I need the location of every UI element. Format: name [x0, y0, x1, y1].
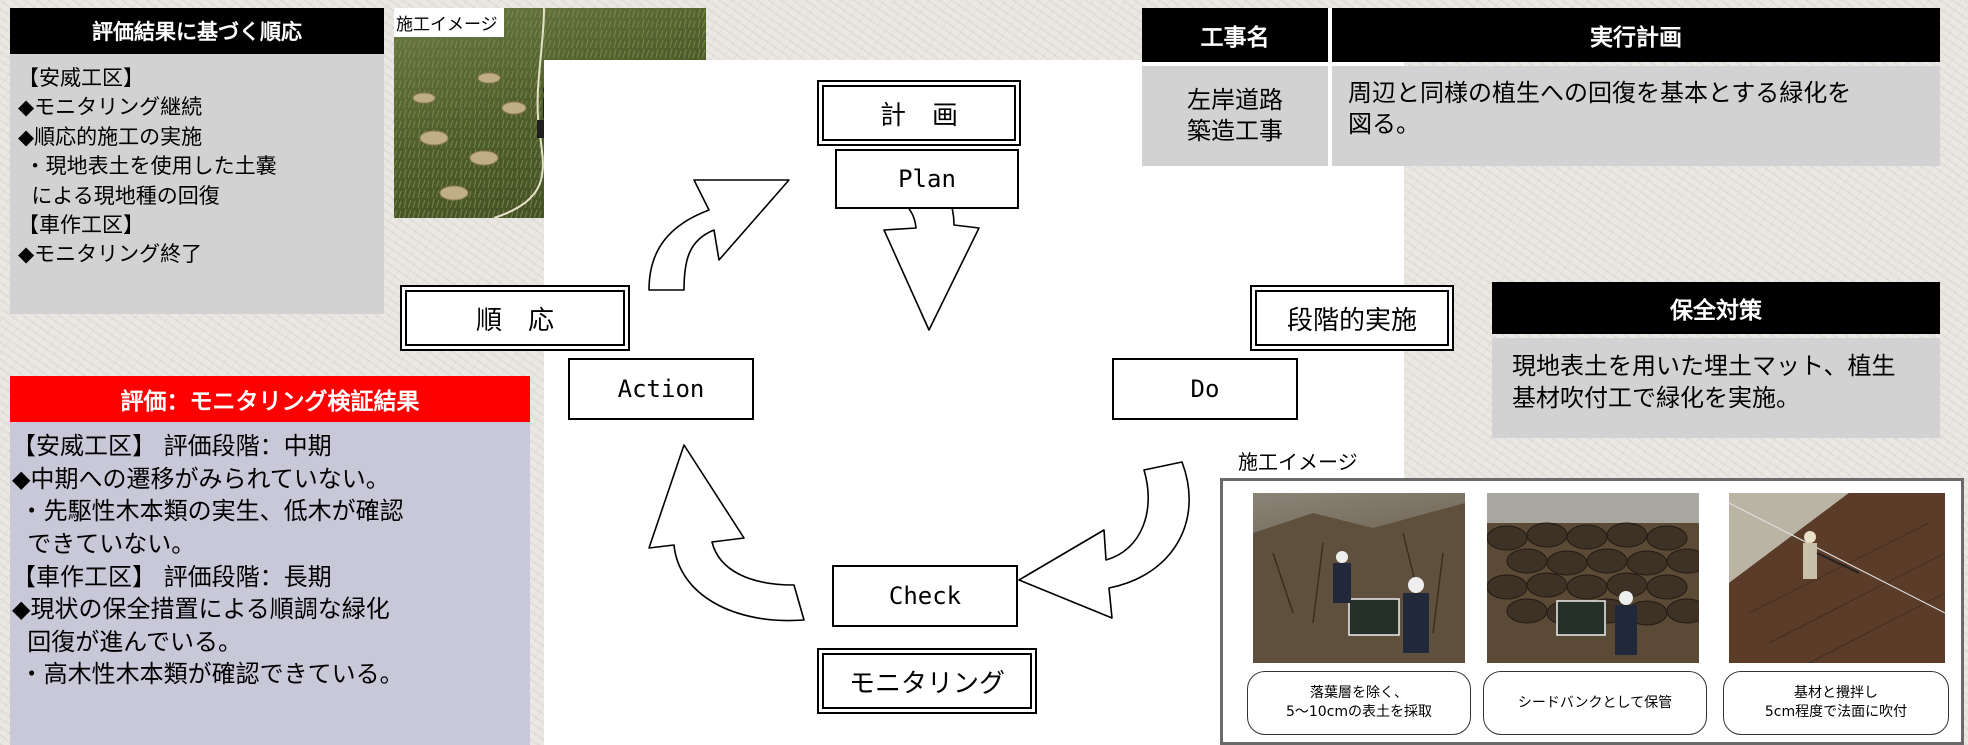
plan-en-box: Plan	[835, 149, 1019, 209]
plan-jp-label: 計 画	[822, 85, 1016, 141]
conservation-body: 現地表土を用いた埋土マット、植生 基材吹付工で緑化を実施。	[1492, 338, 1940, 438]
check-jp-label: モニタリング	[822, 653, 1032, 709]
arrow-check-to-action	[648, 444, 805, 622]
plan-table-col1-cell: 左岸道路 築造工事	[1142, 66, 1328, 166]
caption-spray: 基材と攪拌し 5cm程度で法面に吹付	[1723, 671, 1949, 735]
execution-plan-line: 図る。	[1348, 110, 1420, 139]
topsoil-collection-image	[1253, 503, 1465, 663]
arrow-do-to-check	[1018, 461, 1190, 619]
photo-top-label: 施工イメージ	[394, 8, 504, 37]
caption-line: シードバンクとして保管	[1517, 694, 1673, 711]
photo-bottom-label: 施工イメージ	[1238, 450, 1358, 474]
conservation-header: 保全対策	[1492, 282, 1940, 334]
topsoil-collection-photo	[1253, 493, 1465, 663]
construction-name-line: 築造工事	[1187, 117, 1283, 145]
plan-table-col1-header: 工事名	[1142, 8, 1328, 62]
construction-name-line: 左岸道路	[1187, 85, 1283, 114]
action-jp-box: 順 応	[400, 285, 630, 351]
evaluation-line: 【安威工区】 評価段階：中期	[12, 432, 332, 460]
conservation-line: 現地表土を用いた埋土マット、植生	[1512, 352, 1896, 380]
caption-topsoil: 落葉層を除く、 5～10cmの表土を採取	[1247, 671, 1471, 735]
plan-table-col2-header: 実行計画	[1332, 8, 1940, 62]
seedbank-storage-photo	[1487, 493, 1699, 663]
caption-line: 5cm程度で法面に吹付	[1764, 704, 1908, 720]
adaptation-header: 評価結果に基づく順応	[10, 8, 384, 54]
evaluation-line: ・先駆性木本類の実生、低木が確認	[12, 497, 404, 526]
conservation-line: 基材吹付工で緑化を実施。	[1512, 384, 1800, 413]
spray-application-image	[1729, 493, 1945, 663]
do-en-box: Do	[1112, 358, 1298, 420]
adaptation-panel: 評価結果に基づく順応 【安威工区】 ◆モニタリング継続 ◆順応的施工の実施 ・現…	[10, 8, 384, 320]
adaptation-line: ◆モニタリング継続	[18, 95, 203, 120]
evaluation-header: 評価：モニタリング検証結果	[10, 376, 530, 422]
adaptation-line: による現地種の回復	[18, 183, 220, 208]
conservation-panel: 保全対策 現地表土を用いた埋土マット、植生 基材吹付工で緑化を実施。	[1492, 282, 1940, 438]
evaluation-line: ◆現状の保全措置による順調な緑化	[12, 595, 390, 624]
evaluation-line: ・高木性木本類が確認できている。	[12, 660, 404, 689]
adaptation-line: ◆モニタリング終了	[18, 242, 203, 267]
adaptation-body: 【安威工区】 ◆モニタリング継続 ◆順応的施工の実施 ・現地表土を使用した土嚢 …	[10, 54, 384, 314]
evaluation-line: ◆中期への遷移がみられていない。	[12, 464, 390, 493]
adaptation-line: ◆順応的施工の実施	[18, 124, 203, 149]
adaptation-line: ・現地表土を使用した土嚢	[18, 154, 277, 179]
caption-line: 落葉層を除く、	[1310, 685, 1408, 702]
caption-line: 5～10cmの表土を採取	[1285, 704, 1433, 720]
evaluation-panel: 評価：モニタリング検証結果 【安威工区】 評価段階：中期 ◆中期への遷移がみられ…	[10, 376, 530, 745]
seedbank-storage-image	[1487, 493, 1699, 655]
plan-table: 工事名 実行計画 左岸道路 築造工事 周辺と同様の植生への回復を基本とする緑化を…	[1142, 8, 1940, 166]
do-jp-label: 段階的実施	[1255, 290, 1449, 346]
construction-photo-panel: 落葉層を除く、 5～10cmの表土を採取 シードバンクとして保管 基材と攪拌し …	[1220, 478, 1964, 745]
evaluation-line: 回復が進んでいる。	[12, 627, 243, 656]
adaptation-line: 【車作工区】	[18, 212, 144, 237]
check-en-box: Check	[832, 565, 1018, 627]
arrow-action-to-plan	[648, 179, 790, 291]
evaluation-body: 【安威工区】 評価段階：中期 ◆中期への遷移がみられていない。 ・先駆性木本類の…	[10, 422, 530, 745]
caption-line: 基材と攪拌し	[1794, 685, 1878, 702]
plan-jp-box: 計 画	[817, 80, 1021, 146]
check-jp-box: モニタリング	[817, 648, 1037, 714]
spray-application-photo	[1729, 493, 1945, 663]
evaluation-line: できていない。	[12, 529, 196, 558]
execution-plan-line: 周辺と同様の植生への回復を基本とする緑化を	[1348, 79, 1852, 107]
caption-seedbank: シードバンクとして保管	[1483, 671, 1707, 735]
do-jp-box: 段階的実施	[1250, 285, 1454, 351]
adaptation-line: 【安威工区】	[18, 66, 144, 90]
evaluation-line: 【車作工区】 評価段階：長期	[12, 562, 332, 591]
action-jp-label: 順 応	[405, 290, 625, 346]
action-en-box: Action	[568, 358, 754, 420]
plan-table-col2-cell: 周辺と同様の植生への回復を基本とする緑化を 図る。	[1332, 66, 1940, 166]
